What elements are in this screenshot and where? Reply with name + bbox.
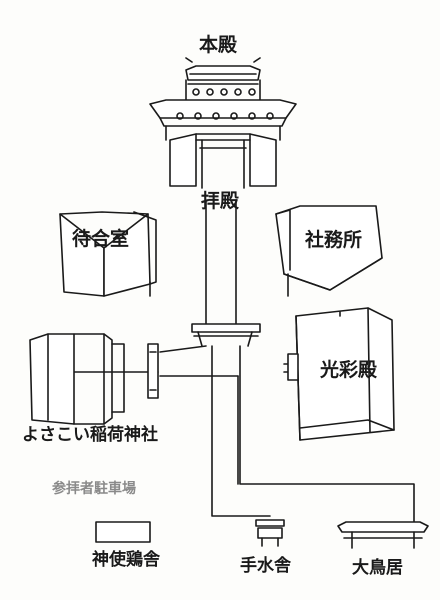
machiai-label: 待合室 <box>72 228 130 250</box>
honden-building <box>149 57 297 189</box>
yosakoi-inari-label: よさこい稲荷神社 <box>22 425 158 445</box>
yosakoi-inari-building <box>29 333 159 425</box>
temizusha-building <box>255 519 285 547</box>
ootorii-gate <box>337 521 429 549</box>
kousaiden-label: 光彩殿 <box>320 359 378 381</box>
honden-label: 本殿 <box>199 34 238 56</box>
shinshikeisha-building <box>95 521 151 543</box>
kousaiden-building <box>287 307 395 441</box>
shamusho-label: 社務所 <box>305 229 363 251</box>
parking-label: 参拝者駐車場 <box>52 481 136 497</box>
machiai-building <box>59 211 157 297</box>
haiden-label: 拝殿 <box>201 190 240 212</box>
haiden-bench <box>191 323 261 347</box>
temizusha-label: 手水舎 <box>240 556 291 576</box>
shamusho-building <box>275 205 383 297</box>
shinshikeisha-label: 神使鶏舎 <box>92 550 160 570</box>
ootorii-label: 大鳥居 <box>352 558 403 578</box>
